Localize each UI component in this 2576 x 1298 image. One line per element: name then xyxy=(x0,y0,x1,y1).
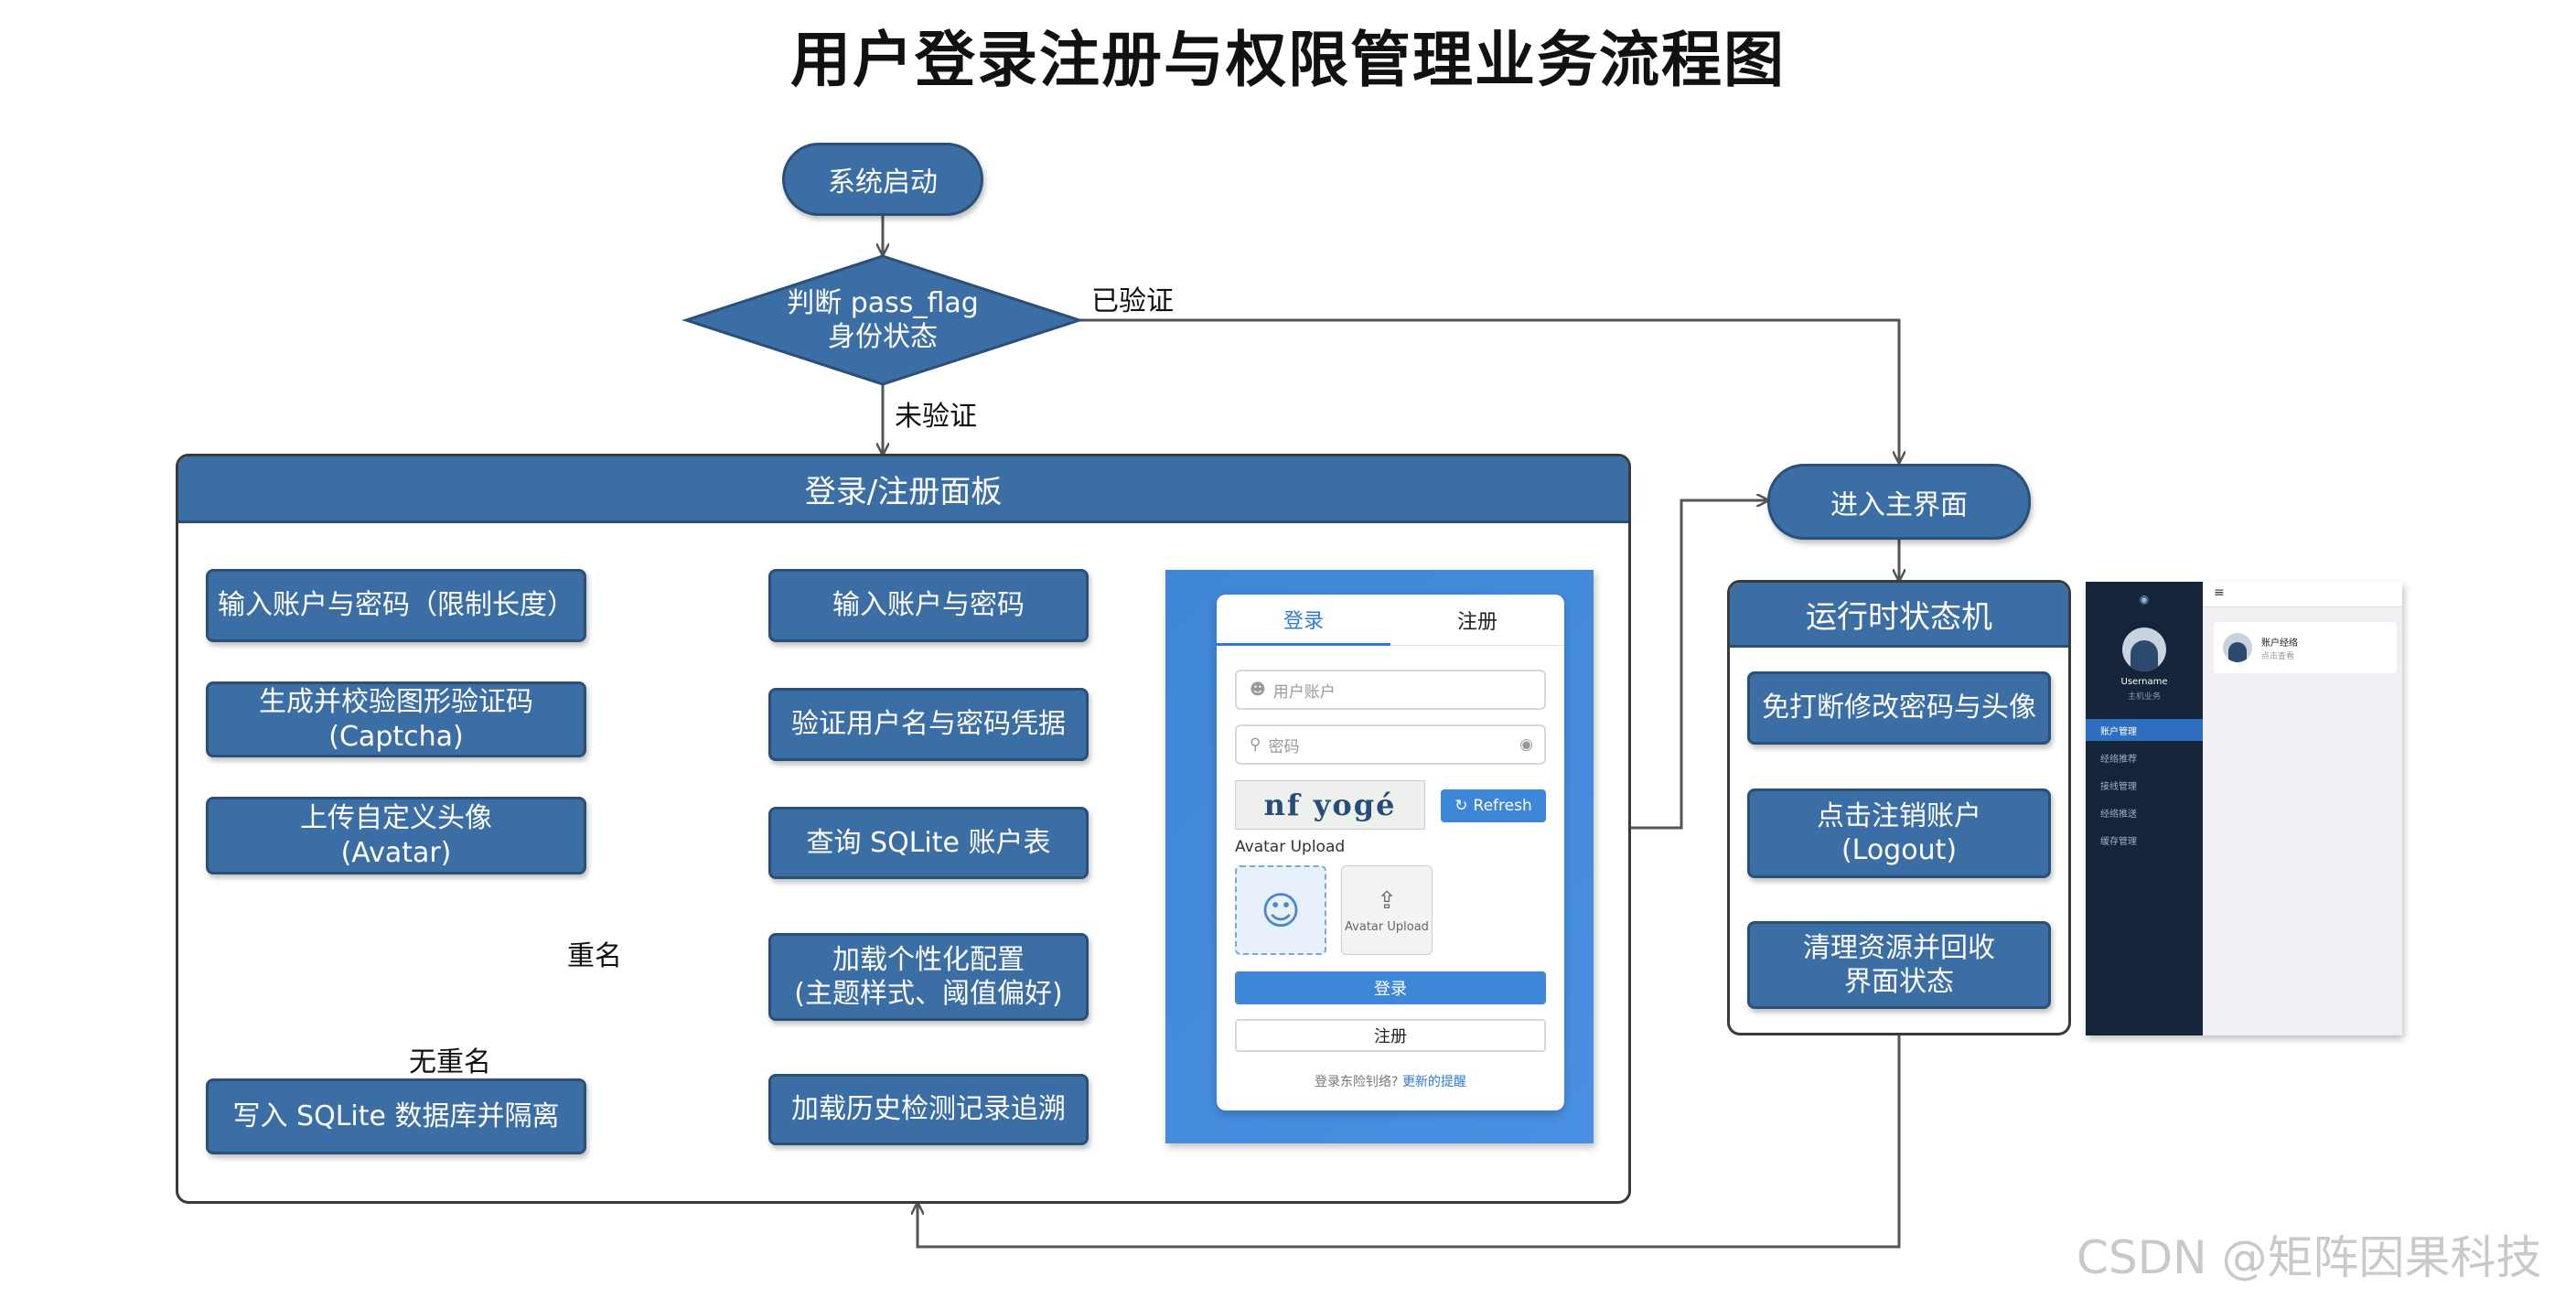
account-card[interactable]: 账户经络 点击查看 xyxy=(2214,622,2397,673)
decision-pass-flag-label: 判断 pass_flag 身份状态 xyxy=(787,286,979,354)
tab-login[interactable]: 登录 xyxy=(1217,595,1390,646)
sidebar-item-0[interactable]: 账户管理 xyxy=(2086,719,2203,741)
password-placeholder: 密码 xyxy=(1268,737,1300,756)
enter-main-node: 进入主界面 xyxy=(1767,464,2031,540)
username-placeholder: 用户账户 xyxy=(1272,682,1336,702)
edge-label-verified: 已验证 xyxy=(1091,285,1174,317)
refresh-icon: ↻ xyxy=(1454,797,1468,815)
user-icon: ☻ xyxy=(1250,681,1266,699)
main-topbar: ≡ xyxy=(2203,582,2402,607)
lock-icon: ⚲ xyxy=(1250,735,1261,754)
sm-logout-node: 点击注销账户 (Logout) xyxy=(1747,788,2051,878)
edge-label-duplicate: 重名 xyxy=(567,940,622,972)
card-sub: 点击查看 xyxy=(2261,652,2295,661)
captcha-image: nf yogé xyxy=(1235,780,1425,830)
login-verify-node: 验证用户名与密码凭据 xyxy=(768,688,1089,761)
start-node: 系统启动 xyxy=(782,143,983,216)
eye-icon[interactable]: ◉ xyxy=(1519,735,1533,754)
login-query-node: 查询 SQLite 账户表 xyxy=(768,807,1089,879)
username-field[interactable]: ☻ 用户账户 xyxy=(1235,670,1546,710)
avatar xyxy=(2122,628,2166,671)
sidebar-username: Username xyxy=(2120,677,2168,687)
avatar-upload-button[interactable]: ⇪ Avatar Upload xyxy=(1341,865,1433,955)
avatar-preview-icon[interactable]: ☺ xyxy=(1235,865,1326,955)
menu-icon[interactable]: ≡ xyxy=(2214,585,2225,600)
sidebar-item-2[interactable]: 接线管理 xyxy=(2100,781,2137,792)
login-input-node: 输入账户与密码 xyxy=(768,569,1089,642)
main-ui-mock: ◉ Username 主机业务 账户管理 经络推荐 接线管理 经络推送 缓存管理… xyxy=(2086,582,2402,1035)
edge-panel-main xyxy=(1631,500,1767,830)
diagram-title: 用户登录注册与权限管理业务流程图 xyxy=(790,25,1786,95)
decision-pass-flag xyxy=(682,254,1084,386)
avatar-upload-title: Avatar Upload xyxy=(1235,838,1346,856)
register-button[interactable]: 注册 xyxy=(1235,1019,1546,1052)
refresh-button[interactable]: ↻ Refresh xyxy=(1441,789,1546,822)
sm-modify-node: 免打断修改密码与头像 xyxy=(1747,671,2051,745)
watermark: CSDN @矩阵因果科技 xyxy=(2077,1231,2542,1284)
edge-label-no-duplicate: 无重名 xyxy=(409,1046,491,1078)
reg-input-node: 输入账户与密码（限制长度） xyxy=(206,569,586,642)
sidebar-item-3[interactable]: 经络推送 xyxy=(2100,809,2137,820)
login-card: 登录 注册 ☻ 用户账户 ⚲ 密码 ◉ nf yogé ↻ Refresh Avatar… xyxy=(1217,595,1564,1110)
sidebar-item-4[interactable]: 缓存管理 xyxy=(2100,836,2137,847)
decision-dup-label: UserManager 校验重名 xyxy=(305,939,488,1006)
login-config-node: 加载个性化配置 (主题样式、阈值偏好) xyxy=(768,933,1089,1021)
edge-check-main xyxy=(1079,318,1899,462)
state-machine-title: 运行时状态机 xyxy=(1730,583,2068,648)
refresh-label: Refresh xyxy=(1473,797,1532,815)
sidebar-user-sub: 主机业务 xyxy=(2127,692,2161,702)
logo-icon: ◉ xyxy=(2139,593,2150,606)
main-sidebar: ◉ Username 主机业务 账户管理 经络推荐 接线管理 经络推送 缓存管理 xyxy=(2086,582,2203,1035)
edge-logout-loop xyxy=(918,1035,1901,1249)
login-button[interactable]: 登录 xyxy=(1235,971,1546,1004)
reg-write-node: 写入 SQLite 数据库并隔离 xyxy=(206,1078,586,1154)
login-ui-mock: 登录 注册 ☻ 用户账户 ⚲ 密码 ◉ nf yogé ↻ Refresh Avatar… xyxy=(1165,570,1594,1143)
reg-avatar-node: 上传自定义头像 (Avatar) xyxy=(206,797,586,874)
sidebar-item-1[interactable]: 经络推荐 xyxy=(2100,754,2137,765)
edge-label-unverified: 未验证 xyxy=(895,401,977,433)
tab-register[interactable]: 注册 xyxy=(1390,595,1564,646)
reg-captcha-node: 生成并校验图形验证码 (Captcha) xyxy=(206,681,586,757)
login-footer: 登录东险钊络? 更新的提醒 xyxy=(1217,1072,1564,1090)
footer-link[interactable]: 更新的提醒 xyxy=(1401,1075,1466,1089)
footer-text: 登录东险钊络? xyxy=(1315,1075,1399,1089)
card-title: 账户经络 xyxy=(2261,638,2298,649)
login-history-node: 加载历史检测记录追溯 xyxy=(768,1074,1089,1145)
avatar-upload-button-label: Avatar Upload xyxy=(1345,919,1429,934)
card-avatar xyxy=(2223,633,2252,662)
password-field[interactable]: ⚲ 密码 ◉ xyxy=(1235,724,1546,765)
sm-cleanup-node: 清理资源并回收 界面状态 xyxy=(1747,921,2051,1009)
upload-icon: ⇪ xyxy=(1377,886,1397,915)
panel-title: 登录/注册面板 xyxy=(178,456,1628,523)
